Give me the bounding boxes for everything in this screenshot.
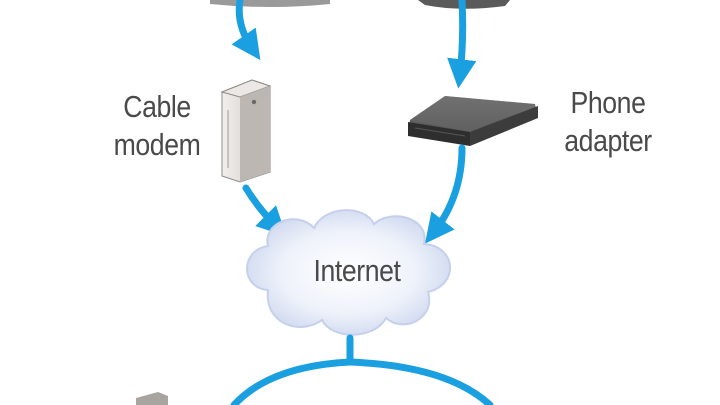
phone-adapter-label: Phone adapter (556, 84, 659, 160)
arrow-modem-to-internet (242, 184, 287, 237)
arrow-internet-left-branch (230, 358, 354, 405)
bottom-left-device-partial (136, 392, 168, 405)
cable-modem-label-line2: modem (113, 127, 201, 162)
top-left-device-partial (210, 0, 330, 7)
cloud-icon (246, 209, 452, 336)
arrow-adapter-to-internet (424, 144, 466, 244)
cable-modem-icon (220, 79, 272, 183)
cable-modem-label-line1: Cable (123, 89, 191, 124)
arrow-top-to-modem (231, 0, 261, 61)
phone-adapter-label-line2: adapter (564, 123, 652, 158)
arrow-top-to-adapter (447, 0, 477, 89)
cable-modem-label: Cable modem (106, 88, 207, 164)
phone-adapter-label-line1: Phone (570, 85, 646, 120)
phone-adapter-icon (408, 96, 538, 146)
internet-label: Internet (313, 253, 401, 288)
arrow-internet-right-branch (346, 358, 494, 405)
